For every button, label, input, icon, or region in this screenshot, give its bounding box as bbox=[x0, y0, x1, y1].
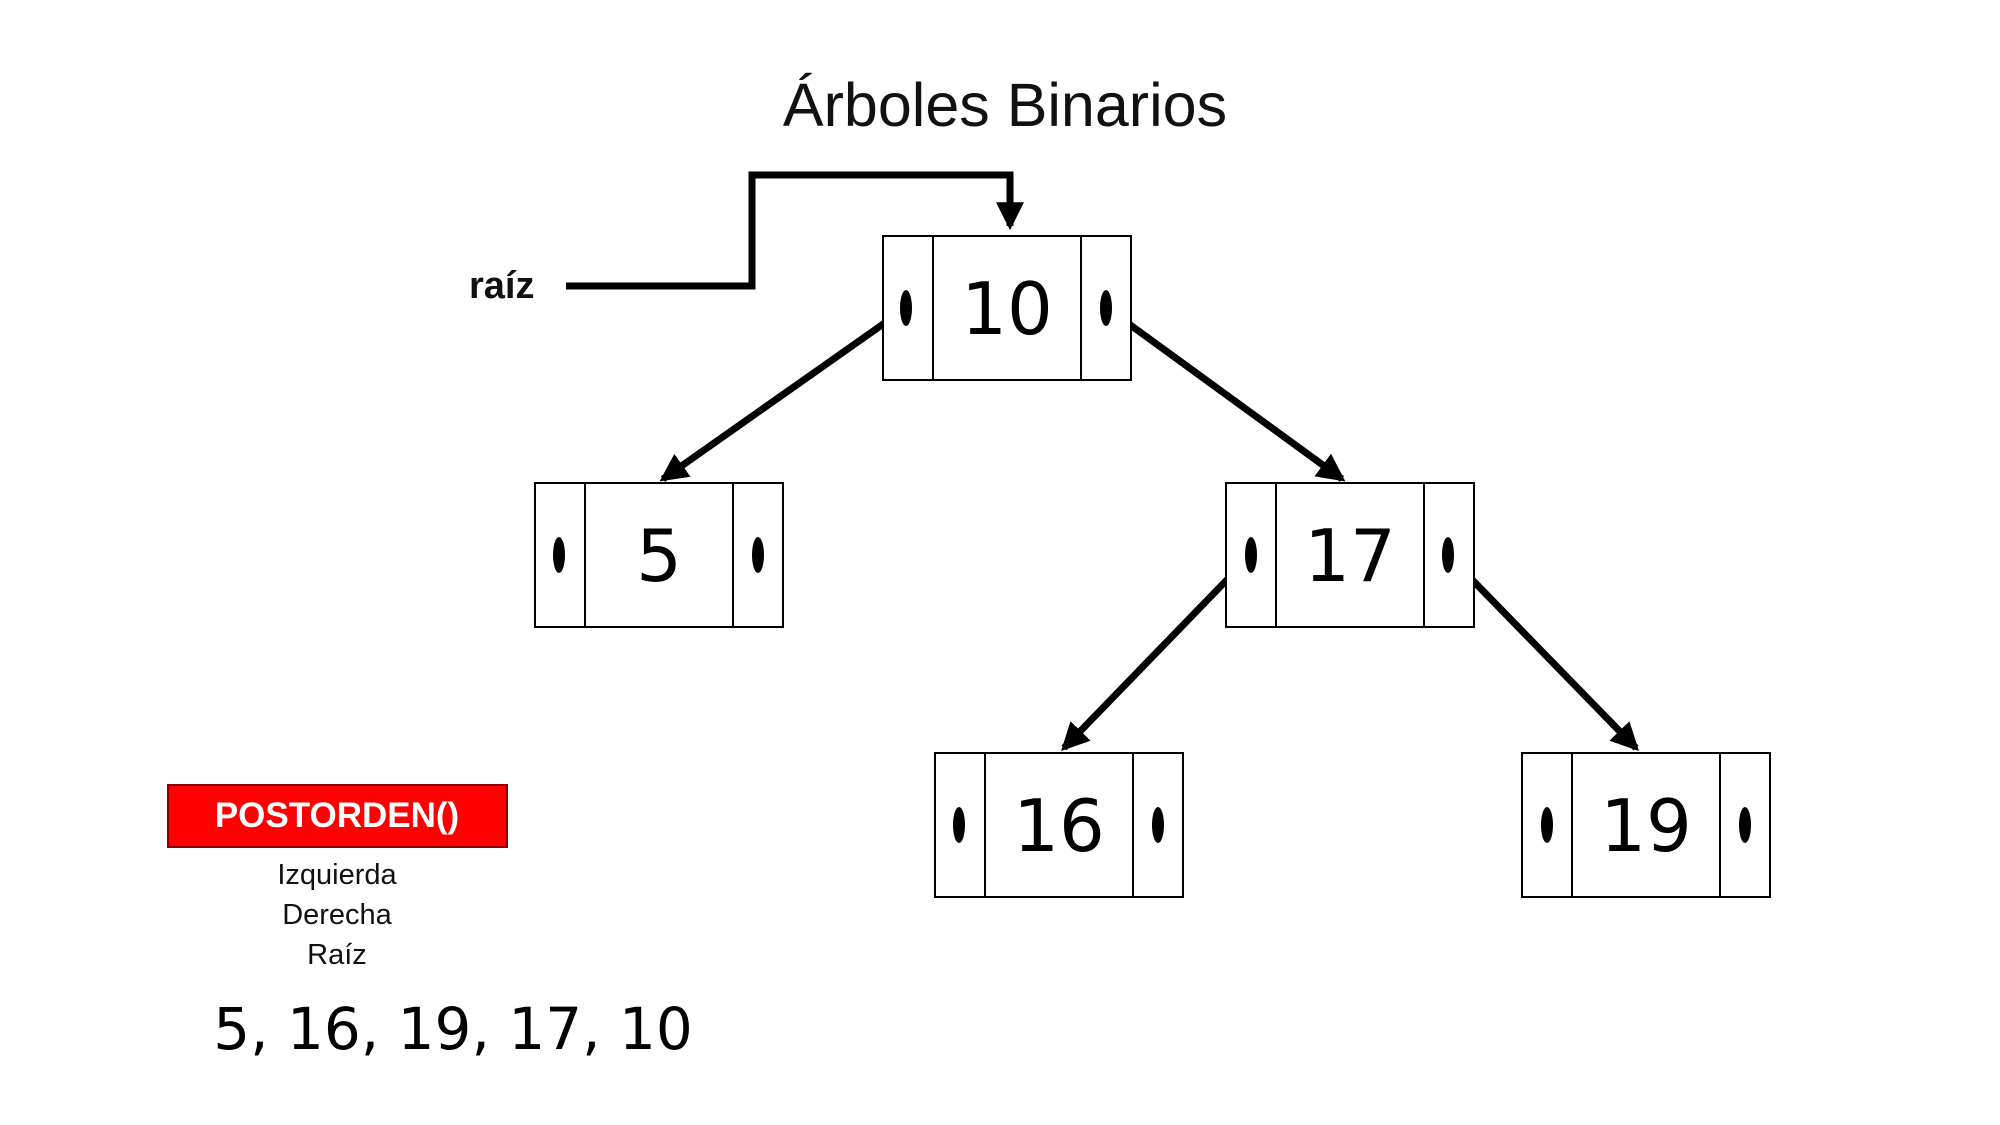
value-cell bbox=[984, 752, 1134, 898]
right-pointer-dot bbox=[752, 537, 764, 573]
root-pointer-line bbox=[566, 171, 1024, 290]
edge-17-to-16 bbox=[1061, 552, 1254, 752]
traversal-step: Derecha bbox=[282, 899, 392, 931]
node-value: 10 bbox=[961, 267, 1053, 351]
value-cell bbox=[1571, 752, 1721, 898]
left-pointer-dot bbox=[953, 807, 965, 843]
right-pointer-dot bbox=[1739, 807, 1751, 843]
traversal-step: Izquierda bbox=[277, 859, 397, 891]
tree-node-10: 10 bbox=[882, 235, 1132, 381]
traversal-legend: POSTORDEN() Izquierda Derecha Raíz 5, 16… bbox=[167, 784, 693, 1063]
value-cell bbox=[1275, 482, 1425, 628]
page-title: Árboles Binarios bbox=[783, 71, 1227, 139]
right-pointer-dot bbox=[1442, 537, 1454, 573]
node-value: 17 bbox=[1304, 514, 1396, 598]
traversal-result: 5, 16, 19, 17, 10 bbox=[213, 995, 693, 1063]
root-label: raíz bbox=[469, 265, 534, 307]
edge-10-to-5 bbox=[659, 305, 909, 482]
traversal-badge bbox=[167, 784, 508, 848]
right-pointer-dot bbox=[1100, 290, 1112, 326]
tree-node-19: 19 bbox=[1521, 752, 1771, 898]
edge-17-to-19 bbox=[1445, 552, 1639, 752]
left-pointer-dot bbox=[900, 290, 912, 326]
left-pointer-dot bbox=[1245, 537, 1257, 573]
node-value: 19 bbox=[1600, 784, 1692, 868]
left-pointer-dot bbox=[553, 537, 565, 573]
traversal-step: Raíz bbox=[307, 939, 367, 971]
node-value: 5 bbox=[636, 514, 682, 598]
tree-node-5: 5 bbox=[534, 482, 784, 628]
value-cell bbox=[932, 235, 1082, 381]
node-value: 16 bbox=[1013, 784, 1105, 868]
left-pointer-dot bbox=[1541, 807, 1553, 843]
edge-10-to-17 bbox=[1104, 305, 1346, 482]
tree-node-16: 16 bbox=[934, 752, 1184, 898]
traversal-name: POSTORDEN() bbox=[215, 796, 459, 835]
tree-node-17: 17 bbox=[1225, 482, 1475, 628]
right-pointer-dot bbox=[1152, 807, 1164, 843]
